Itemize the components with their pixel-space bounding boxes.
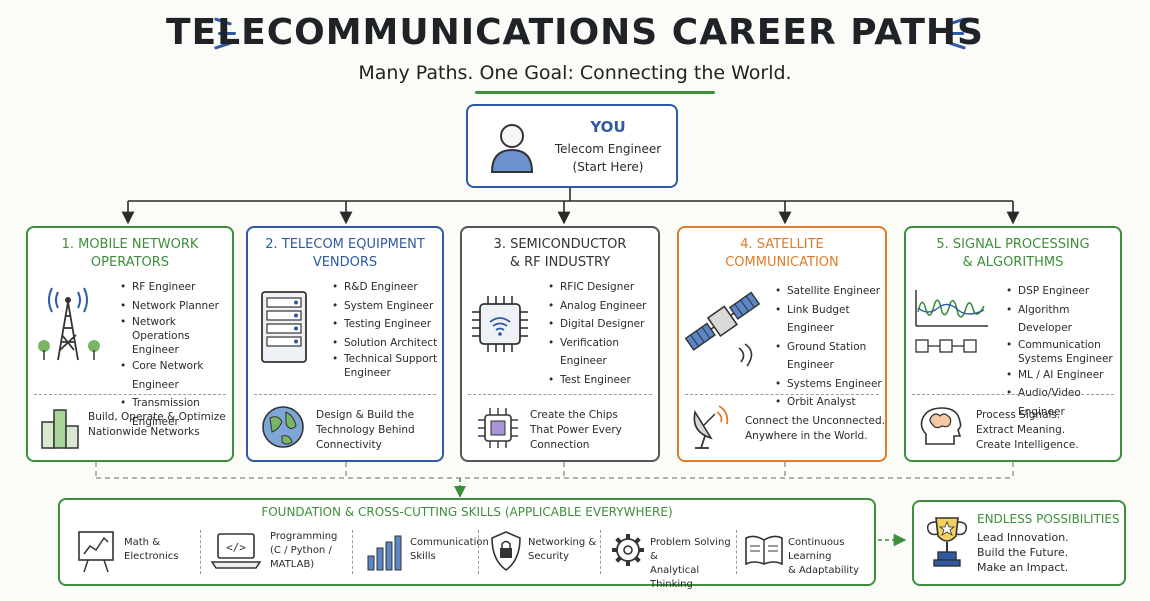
card-divider	[254, 394, 436, 395]
skill-divider	[478, 530, 479, 574]
endless-title: ENDLESS POSSIBILITIES	[977, 512, 1120, 526]
you-subtitle: Telecom Engineer (Start Here)	[554, 142, 662, 174]
path-card-semiconductor: 3. SEMICONDUCTOR& RF INDUSTRY RFIC Desig…	[460, 226, 660, 462]
card-title: 3. SEMICONDUCTOR& RF INDUSTRY	[493, 237, 627, 270]
chip-icon	[478, 408, 518, 448]
satellite-icon	[684, 291, 761, 367]
skill-problem-solving: Problem Solving &Analytical Thinking	[610, 528, 736, 590]
foundation-skills-panel: FOUNDATION & CROSS-CUTTING SKILLS (APPLI…	[58, 498, 876, 590]
card-divider	[34, 394, 226, 395]
satellite-dish-icon	[693, 405, 729, 449]
card-divider	[912, 394, 1114, 395]
skill-divider	[200, 530, 201, 574]
role-item: Solution Architect	[332, 334, 437, 353]
title-accent-dash	[218, 32, 236, 35]
role-item: Analog Engineer	[548, 297, 658, 316]
role-item: ML / AI Engineer	[1006, 366, 1120, 385]
role-item: Satellite Engineer	[775, 282, 885, 301]
role-item: DSP Engineer	[1006, 282, 1120, 301]
card-divider	[685, 394, 879, 395]
endless-lines: Lead Innovation.Build the Future.Make an…	[977, 531, 1069, 574]
role-item: Test Engineer	[548, 371, 658, 390]
server-rack-icon	[261, 291, 307, 363]
page-subtitle: Many Paths. One Goal: Connecting the Wor…	[358, 62, 792, 84]
laptop-code-icon: </>	[210, 533, 262, 569]
card-divider	[468, 394, 652, 395]
wifi-chip-icon	[472, 296, 528, 352]
role-item: R&D Engineer	[332, 278, 437, 297]
subtitle-underline	[475, 91, 715, 94]
bar-chart-icon	[367, 535, 402, 571]
role-item: Verification Engineer	[548, 334, 658, 371]
card-title: 5. SIGNAL PROCESSING& ALGORITHMS	[936, 237, 1090, 270]
role-item: Digital Designer	[548, 315, 658, 334]
skill-divider	[600, 530, 601, 574]
role-item: Systems Engineer	[775, 375, 885, 394]
you-start-box: YOU Telecom Engineer (Start Here)	[466, 104, 678, 188]
endless-possibilities-box: ENDLESS POSSIBILITIES Lead Innovation.Bu…	[912, 500, 1126, 586]
card-description: Connect the Unconnected.Anywhere in the …	[745, 415, 885, 442]
globe-icon	[262, 406, 304, 448]
svg-text:</>: </>	[226, 541, 246, 554]
shield-lock-icon	[491, 531, 521, 571]
book-icon	[745, 535, 783, 566]
role-item: Transmission Engineer	[120, 394, 232, 431]
skill-continuous-learning: Continuous Learning& Adaptability	[744, 528, 872, 578]
role-item: Ground Station Engineer	[775, 338, 885, 375]
role-item: RF Engineer	[120, 278, 232, 297]
role-item: Testing Engineer	[332, 315, 437, 334]
page-title: TELECOMMUNICATIONS CAREER PATHS	[166, 12, 984, 53]
skill-math-electronics: Math &Electronics	[72, 528, 202, 578]
role-item: Network Planner	[120, 297, 232, 316]
role-item: Algorithm Developer	[1006, 301, 1120, 338]
foundation-title: FOUNDATION & CROSS-CUTTING SKILLS (APPLI…	[261, 505, 673, 519]
skill-divider	[352, 530, 353, 574]
skill-networking-security: Networking &Security	[488, 528, 600, 578]
card-description: Process Signals.Extract Meaning.Create I…	[976, 409, 1079, 451]
role-item: Orbit Analyst	[775, 393, 885, 412]
skill-divider	[736, 530, 737, 574]
path-card-signal-processing: 5. SIGNAL PROCESSING& ALGORITHMS DSP Eng…	[904, 226, 1122, 462]
signal-wave-icon	[915, 290, 988, 353]
you-title: YOU	[590, 118, 626, 136]
brain-icon	[920, 407, 962, 445]
city-buildings-icon	[41, 409, 79, 449]
skill-programming: </> Programming(C / Python /MATLAB)	[210, 528, 350, 578]
title-accent-dash	[946, 32, 964, 35]
person-icon	[490, 124, 534, 173]
cell-tower-icon	[38, 287, 100, 361]
role-item: System Engineer	[332, 297, 437, 316]
gear-icon	[612, 534, 644, 566]
trophy-icon	[926, 517, 968, 567]
role-item: Audio/Video Engineer	[1006, 384, 1120, 421]
role-item: Link Budget Engineer	[775, 301, 885, 338]
role-item: Core Network Engineer	[120, 357, 232, 394]
chart-board-icon	[78, 531, 114, 573]
role-item: RFIC Designer	[548, 278, 658, 297]
